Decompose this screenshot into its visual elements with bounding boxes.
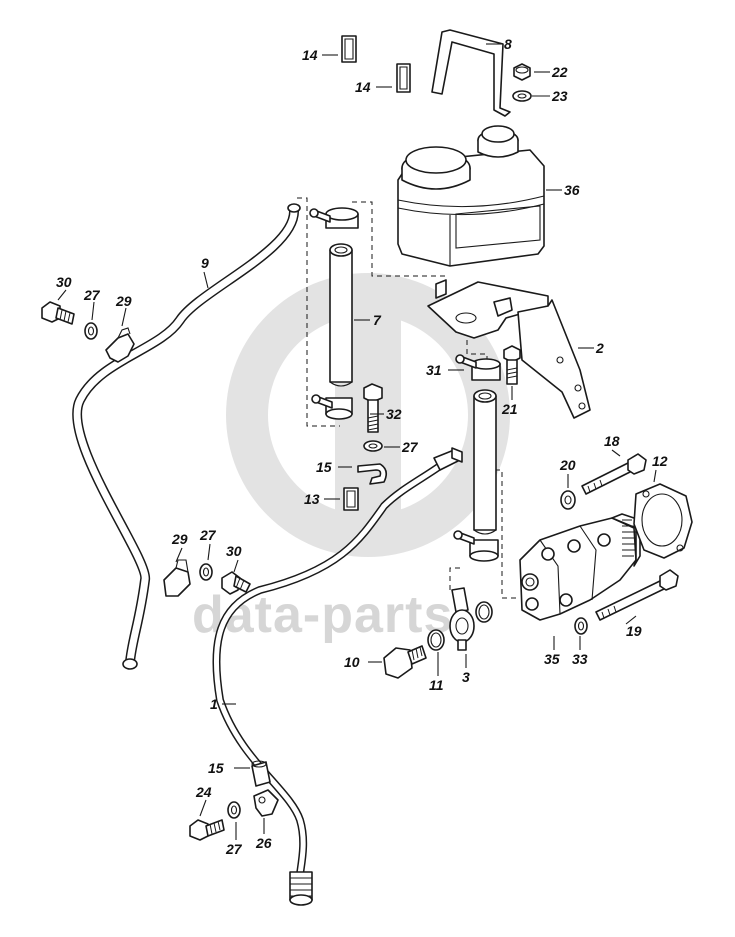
pad-13: [343, 487, 359, 511]
label-3: 3: [462, 669, 470, 685]
bolt-24: [189, 819, 225, 841]
label-11: 11: [429, 677, 444, 693]
label-27-center: 27: [401, 439, 419, 455]
label-13: 13: [304, 491, 320, 507]
label-18: 18: [604, 433, 620, 449]
label-14-upper: 14: [302, 47, 318, 63]
label-2: 2: [595, 340, 604, 356]
hose-lower: [473, 389, 497, 535]
label-32: 32: [386, 406, 402, 422]
o-ring-11: [427, 629, 445, 651]
label-10: 10: [344, 654, 360, 670]
label-21: 21: [501, 401, 518, 417]
label-23: 23: [551, 88, 568, 104]
label-7: 7: [373, 312, 382, 328]
hose-clamp-31: [455, 354, 501, 381]
washer-20: [560, 490, 576, 510]
bolt-18: [581, 453, 647, 495]
label-12: 12: [652, 453, 668, 469]
label-19: 19: [626, 623, 642, 639]
hose-clamp-upper: [309, 207, 359, 229]
label-27-lower: 27: [199, 527, 217, 543]
strap-8: [431, 29, 511, 117]
label-29-upper: 29: [115, 293, 132, 309]
washer-27-lower-left: [199, 563, 213, 581]
part-labels: 14 14 8 22 23 36 9 30 27 29 7 2 31 21 32…: [56, 36, 668, 857]
o-ring-right: [475, 601, 493, 623]
bolt-30-lower: [221, 571, 251, 595]
label-30-lower: 30: [226, 543, 242, 559]
hose-clamp-lower: [453, 530, 499, 562]
tube-1: [212, 447, 463, 906]
reservoir-36: [397, 125, 545, 267]
clip-26: [253, 789, 279, 817]
bolt-30-upper: [41, 301, 75, 325]
clip-15-lower: [251, 760, 271, 787]
washer-27-upper-left: [84, 322, 98, 340]
label-27-upper: 27: [83, 287, 101, 303]
label-35: 35: [544, 651, 560, 667]
leader-lines: [57, 43, 657, 840]
clip-15-upper: [357, 463, 388, 485]
label-9: 9: [201, 255, 209, 271]
bracket-2: [427, 279, 591, 419]
bolt-19: [595, 569, 679, 621]
bolt-32: [363, 383, 383, 433]
clip-29-lower: [163, 559, 191, 597]
gasket-12: [633, 483, 693, 559]
label-20: 20: [559, 457, 576, 473]
label-1: 1: [210, 696, 218, 712]
label-36: 36: [564, 182, 580, 198]
label-14-lower: 14: [355, 79, 371, 95]
banjo-bolt-10: [383, 645, 427, 679]
hose-clamp-mid: [311, 394, 353, 420]
washer-27-bottom: [227, 801, 241, 819]
label-29-lower: 29: [171, 531, 188, 547]
nut-22: [513, 63, 531, 81]
banjo-fitting-3: [449, 587, 475, 651]
label-8: 8: [504, 36, 512, 52]
washer-27-center: [363, 440, 383, 452]
clip-29-upper: [105, 327, 135, 363]
bolt-21: [503, 345, 521, 385]
hose-9: [72, 203, 301, 670]
label-22: 22: [551, 64, 568, 80]
label-26: 26: [255, 835, 272, 851]
label-15-upper: 15: [316, 459, 332, 475]
label-33: 33: [572, 651, 588, 667]
watermark-text: data-parts: [192, 586, 453, 644]
washer-33: [574, 617, 588, 635]
pump-35: [519, 513, 641, 621]
hose-7: [329, 243, 353, 387]
label-30-upper: 30: [56, 274, 72, 290]
label-24: 24: [195, 784, 212, 800]
washer-23: [512, 90, 532, 102]
label-27-bottom: 27: [225, 841, 243, 857]
pad-14-lower: [396, 63, 411, 93]
label-31: 31: [426, 362, 442, 378]
pad-14-upper: [341, 35, 357, 63]
label-15-lower: 15: [208, 760, 224, 776]
